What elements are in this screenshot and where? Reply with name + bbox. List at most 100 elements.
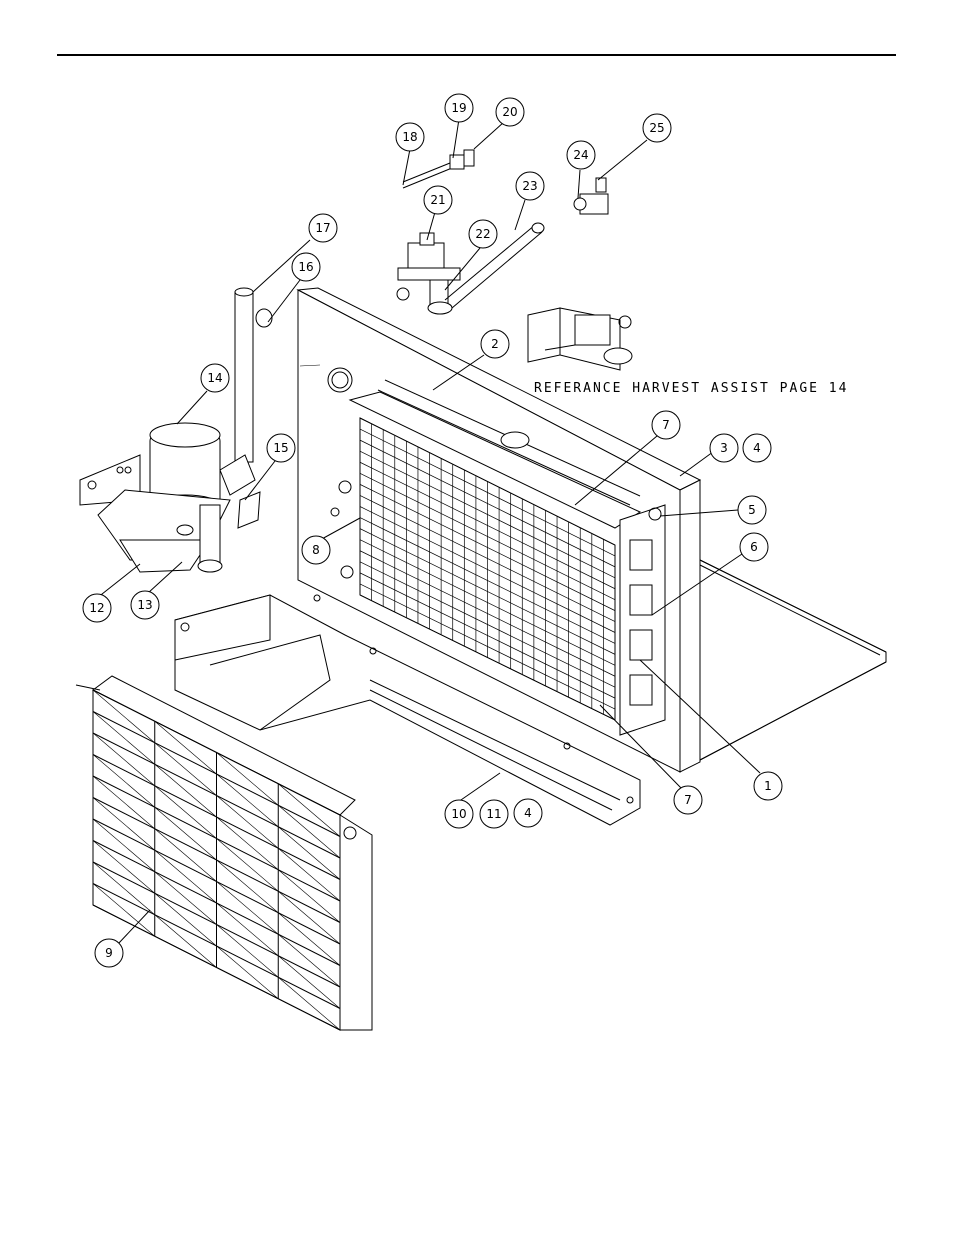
callout-5: 5 (737, 495, 767, 525)
curtain-diagonal (278, 869, 341, 923)
curtain-diagonal (154, 828, 217, 882)
evaporator-grid-line (359, 472, 616, 601)
svg-text:13: 13 (137, 598, 152, 612)
callout-16: 15 (266, 433, 296, 463)
svg-text:15: 15 (273, 441, 288, 455)
callout-17: 16 (291, 252, 321, 282)
curtain-diagonal (92, 754, 155, 808)
svg-text:10: 10 (451, 807, 466, 821)
curtain-diagonal (92, 818, 155, 872)
curtain-diagonal (92, 732, 155, 786)
curtain-diagonal (216, 859, 279, 913)
svg-text:7: 7 (684, 793, 692, 807)
callout-11: 10 (444, 799, 474, 829)
inlet-hose (444, 222, 545, 309)
evaporator-grid-line (359, 594, 616, 721)
svg-text:12: 12 (89, 601, 104, 615)
curtain-diagonal (216, 773, 279, 827)
svg-text:24: 24 (573, 148, 588, 162)
evaporator-grid-line (359, 428, 616, 557)
callout-23: 22 (468, 219, 498, 249)
evaporator-grid-line (359, 561, 616, 688)
curtain (75, 675, 373, 1031)
callout-19: 18 (395, 122, 425, 152)
callout-13: 12 (82, 593, 112, 623)
pump-standpipe (197, 287, 273, 573)
svg-text:3: 3 (720, 441, 728, 455)
svg-text:11: 11 (486, 807, 501, 821)
curtain-diagonal (216, 795, 279, 849)
water-pump-assembly (79, 422, 231, 573)
harvest-assist-assembly (527, 307, 633, 371)
base-pan (699, 559, 887, 761)
curtain-diagonal (92, 711, 155, 765)
svg-text:2: 2 (491, 337, 499, 351)
curtain-diagonal (92, 883, 155, 937)
curtain-diagonal (154, 893, 217, 947)
curtain-diagonal (154, 742, 217, 796)
evaporator-grid-line (359, 417, 616, 546)
curtain-diagonal (278, 912, 341, 966)
curtain-diagonal (278, 805, 341, 859)
svg-text:4: 4 (524, 806, 532, 820)
svg-text:9: 9 (105, 946, 113, 960)
svg-text:8: 8 (312, 543, 320, 557)
evaporator-grid-line (359, 583, 616, 710)
curtain-diagonal (154, 850, 217, 904)
svg-text:25: 25 (649, 121, 664, 135)
svg-text:23: 23 (522, 179, 537, 193)
svg-text:21: 21 (430, 193, 445, 207)
evaporator-grid-line (359, 450, 616, 579)
svg-text:1: 1 (764, 779, 772, 793)
curtain-diagonal (216, 902, 279, 956)
callout-22: 21 (423, 185, 453, 215)
curtain-diagonal (92, 861, 155, 915)
bin-thermostat (573, 177, 609, 215)
evaporator-grid-line (359, 461, 616, 590)
curtain-diagonal (92, 840, 155, 894)
svg-text:16: 16 (298, 260, 313, 274)
curtain-diagonal (216, 881, 279, 935)
svg-text:19: 19 (451, 101, 466, 115)
evaporator-grid-line (359, 506, 616, 633)
svg-text:7: 7 (662, 418, 670, 432)
svg-text:18: 18 (402, 130, 417, 144)
curtain-diagonal (92, 797, 155, 851)
curtain-diagonal (278, 955, 341, 1009)
curtain-diagonal (216, 945, 279, 999)
callout-3: 3 (709, 433, 739, 463)
curtain-diagonal (278, 934, 341, 988)
callout-10: 9 (94, 938, 124, 968)
callout-8: 8 (301, 535, 331, 565)
curtain-diagonal (154, 785, 217, 839)
curtain-diagonal (278, 848, 341, 902)
curtain-diagonal (278, 783, 341, 837)
callout-2: 2 (480, 329, 510, 359)
svg-text:5: 5 (748, 503, 756, 517)
evaporator-grid-line (359, 484, 616, 611)
curtain-diagonal (278, 826, 341, 880)
evaporator-grid (348, 391, 642, 721)
harvest-assist-note: REFERANCE HARVEST ASSIST PAGE 14 (534, 381, 848, 396)
callout-12: 11 (479, 799, 509, 829)
callout-25: 24 (566, 140, 596, 170)
svg-text:14: 14 (207, 371, 222, 385)
evaporator-grid-line (359, 572, 616, 699)
svg-text:17: 17 (315, 221, 330, 235)
evaporator-grid-line (359, 528, 616, 655)
callout-1: 1 (753, 771, 783, 801)
svg-text:22: 22 (475, 227, 490, 241)
callout-15: 14 (200, 363, 230, 393)
callout-9: 7 (651, 410, 681, 440)
curtain-diagonal (154, 764, 217, 818)
evaporator-grid-line (359, 550, 616, 677)
callout-6: 6 (739, 532, 769, 562)
curtain-diagonal (154, 721, 217, 775)
distributor-tube (377, 379, 641, 506)
callout-24: 23 (515, 171, 545, 201)
water-trough (174, 594, 641, 826)
curtain-diagonal (278, 891, 341, 945)
inlet-fittings (402, 149, 475, 189)
